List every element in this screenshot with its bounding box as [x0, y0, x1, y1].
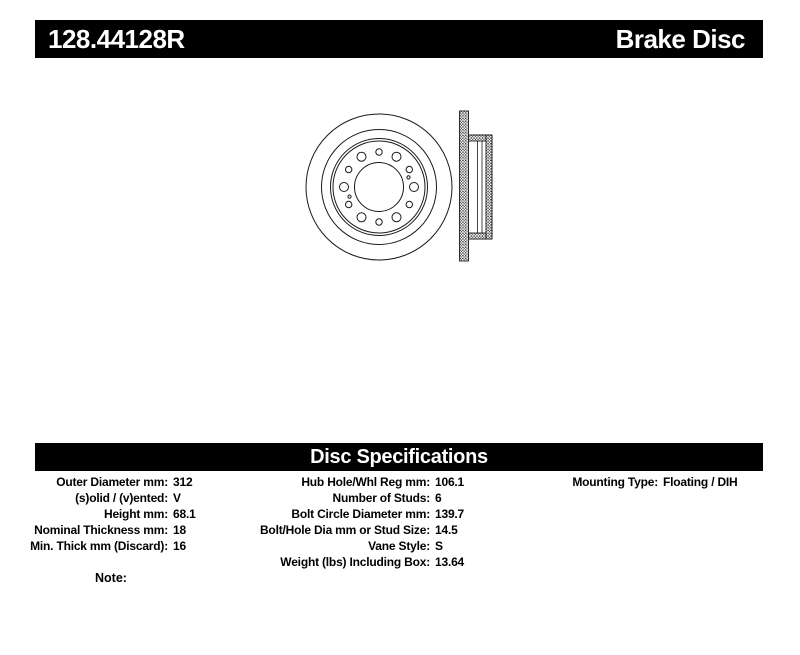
spec-value: V — [173, 491, 181, 505]
spec-label: Nominal Thickness mm: — [34, 523, 168, 537]
spec-label: Bolt/Hole Dia mm or Stud Size: — [259, 523, 430, 537]
brake-disc-technical-drawing — [290, 88, 510, 283]
spec-row-height: Height mm: 68.1 — [0, 506, 196, 522]
intermediate-hole — [405, 200, 413, 209]
spec-row-bolt-circle-diameter: Bolt Circle Diameter mm: 139.7 — [0, 506, 464, 522]
spec-row-weight: Weight (lbs) Including Box: 13.64 — [0, 554, 464, 570]
disc-specifications-title: Disc Specifications — [310, 445, 488, 468]
part-number: 128.44128R — [48, 23, 185, 54]
side-view — [459, 110, 493, 262]
spec-row-vane-style: Vane Style: S — [0, 538, 464, 554]
spec-value: 68.1 — [173, 507, 196, 521]
header-bar: 128.44128R Brake Disc — [35, 20, 763, 58]
hat-inner-circle — [332, 140, 426, 234]
product-type-title: Brake Disc — [615, 23, 746, 54]
set-screw-hole — [347, 194, 352, 199]
spec-value: Floating / DIH — [663, 475, 738, 489]
spec-row-outer-diameter: Outer Diameter mm: 312 — [0, 474, 196, 490]
spec-row-number-of-studs: Number of Studs: 6 — [0, 490, 464, 506]
outer-diameter-circle — [305, 113, 453, 261]
spec-column-left: Outer Diameter mm: 312 (s)olid / (v)ente… — [0, 474, 196, 554]
intermediate-hole — [345, 200, 353, 209]
spec-value: 16 — [173, 539, 186, 553]
friction-ring-section — [459, 110, 469, 262]
spec-row-solid-vented: (s)olid / (v)ented: V — [0, 490, 196, 506]
stud-hole — [391, 212, 402, 223]
spec-label: (s)olid / (v)ented: — [75, 491, 168, 505]
stud-hole — [356, 212, 367, 223]
spec-label: Number of Studs: — [332, 491, 431, 505]
spec-row-min-thick: Min. Thick mm (Discard): 16 — [0, 538, 196, 554]
spec-label: Mounting Type: — [572, 475, 658, 489]
set-screw-hole — [406, 175, 411, 180]
spec-label: Min. Thick mm (Discard): — [30, 539, 168, 553]
front-view — [305, 113, 453, 261]
friction-surface-inner-circle — [321, 129, 437, 245]
spec-value: 18 — [173, 523, 186, 537]
spec-label: Height mm: — [103, 507, 168, 521]
hat-mounting-face — [485, 134, 493, 240]
spec-value: 13.64 — [435, 555, 465, 569]
spec-label: Outer Diameter mm: — [56, 475, 168, 489]
stud-hole — [339, 182, 349, 192]
stud-hole — [391, 151, 402, 162]
spec-label: Bolt Circle Diameter mm: — [291, 507, 430, 521]
spec-value: 14.5 — [435, 523, 458, 537]
spec-column-right: Mounting Type: Floating / DIH — [0, 474, 738, 490]
spec-row-nominal-thickness: Nominal Thickness mm: 18 — [0, 522, 196, 538]
spec-label: Hub Hole/Whl Reg mm: — [301, 475, 430, 489]
hat-outer-circle — [330, 138, 428, 236]
spec-column-middle: Hub Hole/Whl Reg mm: 106.1 Number of Stu… — [0, 474, 464, 570]
spec-value: 6 — [435, 491, 442, 505]
spec-value: 106.1 — [435, 475, 465, 489]
disc-specifications-bar: Disc Specifications — [35, 443, 763, 471]
spec-value: S — [435, 539, 443, 553]
hub-hole-circle — [354, 162, 404, 212]
intermediate-hole — [375, 148, 383, 156]
stud-hole — [356, 151, 367, 162]
brake-disc-drawing-svg — [305, 110, 493, 262]
intermediate-hole — [375, 218, 383, 226]
spec-value: 312 — [173, 475, 193, 489]
spec-label: Vane Style: — [368, 539, 430, 553]
spec-row-mounting-type: Mounting Type: Floating / DIH — [0, 474, 738, 490]
intermediate-hole — [345, 165, 353, 174]
note-label: Note: — [95, 571, 127, 585]
intermediate-hole — [405, 165, 413, 174]
spec-row-hub-hole: Hub Hole/Whl Reg mm: 106.1 — [0, 474, 464, 490]
spec-label: Weight (lbs) Including Box: — [280, 555, 430, 569]
stud-hole — [409, 182, 419, 192]
spec-value: 139.7 — [435, 507, 465, 521]
spec-row-bolt-hole-dia: Bolt/Hole Dia mm or Stud Size: 14.5 — [0, 522, 464, 538]
